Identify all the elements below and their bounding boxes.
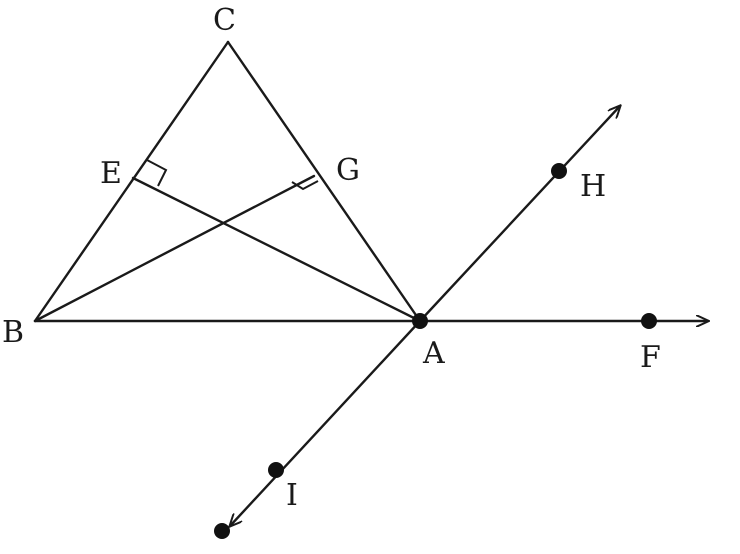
label-G: G [336,153,360,188]
label-F: F [640,340,661,375]
point-I [268,462,284,478]
ray-AH [418,106,620,323]
segment-AE [131,176,422,323]
right-angle-mark-E [146,159,168,187]
point-ray-end [214,523,230,539]
segment-CA [226,40,422,323]
segment-BC [33,40,230,323]
point-A [412,313,428,329]
segment-BG [33,174,316,323]
right-angle-mark-G [291,180,319,191]
point-F [641,313,657,329]
ray-AI [230,319,422,526]
label-H: H [580,169,606,204]
label-B: B [2,315,24,350]
label-A: A [422,336,445,371]
label-E: E [100,156,122,191]
label-I: I [286,478,298,513]
label-C: C [213,3,236,38]
point-H [551,163,567,179]
